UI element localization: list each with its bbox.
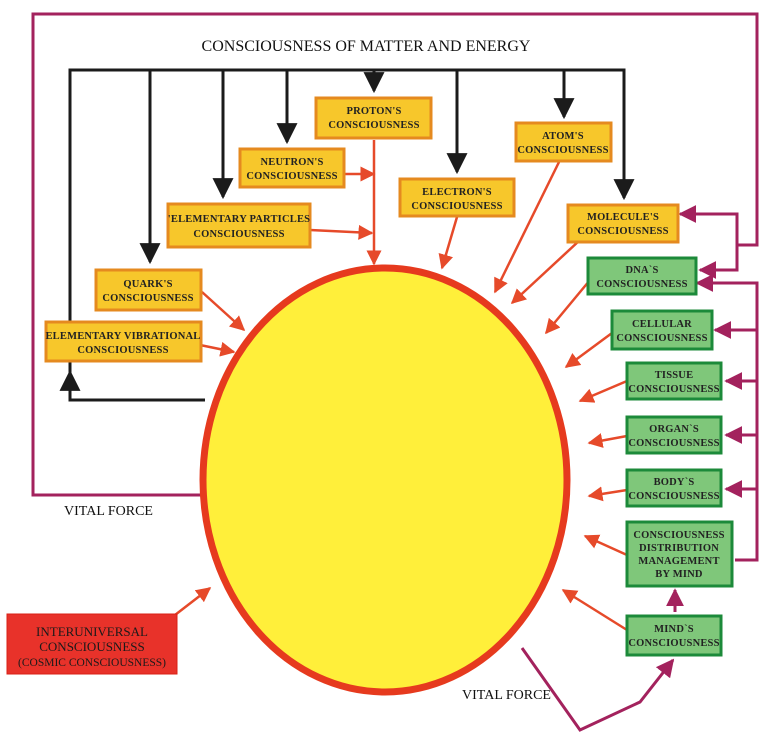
arrow-elementary-particles-core	[309, 224, 374, 240]
box-organ-line-2: CONSCIOUSNESS	[628, 438, 719, 449]
box-dna-line-1: DNA`S	[625, 265, 658, 276]
box-cellular: CELLULAR CONSCIOUSNESS	[610, 309, 714, 351]
box-quark-line-2: CONSCIOUSNESS	[102, 293, 193, 304]
box-body: BODY`S CONSCIOUSNESS	[625, 468, 723, 508]
box-neutron-line-1: NEUTRON'S	[260, 157, 323, 168]
box-mind: MIND`S CONSCIOUSNESS	[625, 614, 723, 657]
life-feedback-bus	[520, 274, 759, 732]
box-elementary-particles-line-1: 'ELEMENTARY PARTICLES	[168, 214, 310, 225]
box-dna: DNA`S CONSCIOUSNESS	[586, 256, 698, 296]
box-body-line-1: BODY`S	[654, 477, 695, 488]
life-bus-line	[695, 274, 759, 562]
box-neutron: NEUTRON'S CONSCIOUSNESS	[238, 147, 346, 189]
box-proton-line-2: CONSCIOUSNESS	[328, 120, 419, 131]
box-molecule: MOLECULE'S CONSCIOUSNESS	[566, 203, 680, 244]
box-organ-line-1: ORGAN`S	[649, 424, 699, 435]
box-tissue: TISSUE CONSCIOUSNESS	[625, 361, 723, 401]
life-consciousness-boxes: DNA`S CONSCIOUSNESS CELLULAR CONSCIOUSNE…	[586, 256, 734, 657]
box-mind-line-1: MIND`S	[654, 624, 694, 635]
box-tissue-line-2: CONSCIOUSNESS	[628, 384, 719, 395]
box-electron-line-2: CONSCIOUSNESS	[411, 201, 502, 212]
box-interuniversal: INTERUNIVERSAL CONSCIOUSNESS (COSMIC CON…	[6, 613, 178, 675]
box-atom-line-2: CONSCIOUSNESS	[517, 145, 608, 156]
box-elementary-vibrational-line-1: ELEMENTARY VIBRATIONAL	[45, 331, 200, 342]
arrow-organ-core	[587, 433, 628, 448]
box-cellular-line-1: CELLULAR	[632, 319, 692, 330]
arrow-tissue-core	[578, 379, 628, 403]
vital-force-arrow-dna	[698, 245, 739, 279]
arrow-cellular-core	[564, 331, 613, 369]
box-distribution-line-1: CONSCIOUSNESS	[633, 530, 724, 541]
box-tissue-line-1: TISSUE	[655, 370, 694, 381]
box-neutron-line-2: CONSCIOUSNESS	[246, 171, 337, 182]
arrow-mind-core	[561, 588, 628, 632]
arrow-distribution-core	[583, 534, 628, 557]
box-interuniversal-sub: (COSMIC CONSCIOUSNESS)	[18, 657, 166, 669]
box-elementary-particles: 'ELEMENTARY PARTICLES CONSCIOUSNESS	[166, 202, 312, 249]
box-molecule-line-2: CONSCIOUSNESS	[577, 226, 668, 237]
box-distribution-line-4: BY MIND	[655, 569, 703, 580]
box-organ: ORGAN`S CONSCIOUSNESS	[625, 415, 723, 455]
arrow-cosmic-core	[174, 587, 212, 616]
box-atom: ATOM'S CONSCIOUSNESS	[514, 121, 613, 163]
vital-force-arrow-molecule	[678, 205, 739, 245]
box-elementary-particles-line-2: CONSCIOUSNESS	[193, 229, 284, 240]
box-quark: QUARK'S CONSCIOUSNESS	[94, 268, 203, 312]
box-quark-line-1: QUARK'S	[123, 279, 172, 290]
box-proton: PROTON'S CONSCIOUSNESS	[314, 96, 433, 140]
box-molecule-line-1: MOLECULE'S	[587, 212, 659, 223]
box-distribution-line-2: DISTRIBUTION	[639, 543, 719, 554]
arrow-body-core	[587, 486, 628, 502]
vital-force-outer-line	[31, 12, 759, 497]
flow-arrows	[174, 140, 628, 632]
matter-bus	[59, 68, 635, 402]
box-distribution: CONSCIOUSNESS DISTRIBUTION MANAGEMENT BY…	[625, 520, 734, 588]
box-atom-line-1: ATOM'S	[542, 131, 584, 142]
box-electron-line-1: ELECTRON'S	[422, 187, 492, 198]
vital-force-loop	[31, 12, 759, 497]
matter-bus-main	[68, 68, 635, 402]
arrow-elementary-vibrational-core	[199, 341, 236, 357]
box-proton-line-1: PROTON'S	[346, 106, 401, 117]
arrow-atom-core	[493, 159, 562, 294]
core-circle	[199, 264, 571, 696]
matter-consciousness-boxes: PROTON'S CONSCIOUSNESS ATOM'S CONSCIOUSN…	[44, 96, 680, 363]
vital-force-bottom-line	[520, 647, 675, 732]
box-body-line-2: CONSCIOUSNESS	[628, 491, 719, 502]
vital-force-label-left: VITAL FORCE	[64, 504, 153, 519]
box-interuniversal-line-2: CONSCIOUSNESS	[39, 639, 144, 654]
box-mind-line-2: CONSCIOUSNESS	[628, 638, 719, 649]
box-dna-line-2: CONSCIOUSNESS	[596, 279, 687, 290]
arrow-molecule-core	[510, 239, 581, 305]
box-elementary-vibrational: ELEMENTARY VIBRATIONAL CONSCIOUSNESS	[44, 320, 203, 363]
arrow-electron-core	[438, 216, 459, 270]
vital-force-label-bottom: VITAL FORCE	[462, 688, 551, 703]
diagram-title: CONSCIOUSNESS OF MATTER AND ENERGY	[202, 38, 531, 55]
box-interuniversal-line-1: INTERUNIVERSAL	[36, 624, 148, 639]
arrow-quark-core	[201, 291, 246, 332]
box-electron: ELECTRON'S CONSCIOUSNESS	[398, 177, 516, 218]
box-distribution-line-3: MANAGEMENT	[638, 556, 719, 567]
arrow-dna-core	[545, 279, 591, 335]
box-cellular-line-2: CONSCIOUSNESS	[616, 333, 707, 344]
box-elementary-vibrational-line-2: CONSCIOUSNESS	[77, 345, 168, 356]
